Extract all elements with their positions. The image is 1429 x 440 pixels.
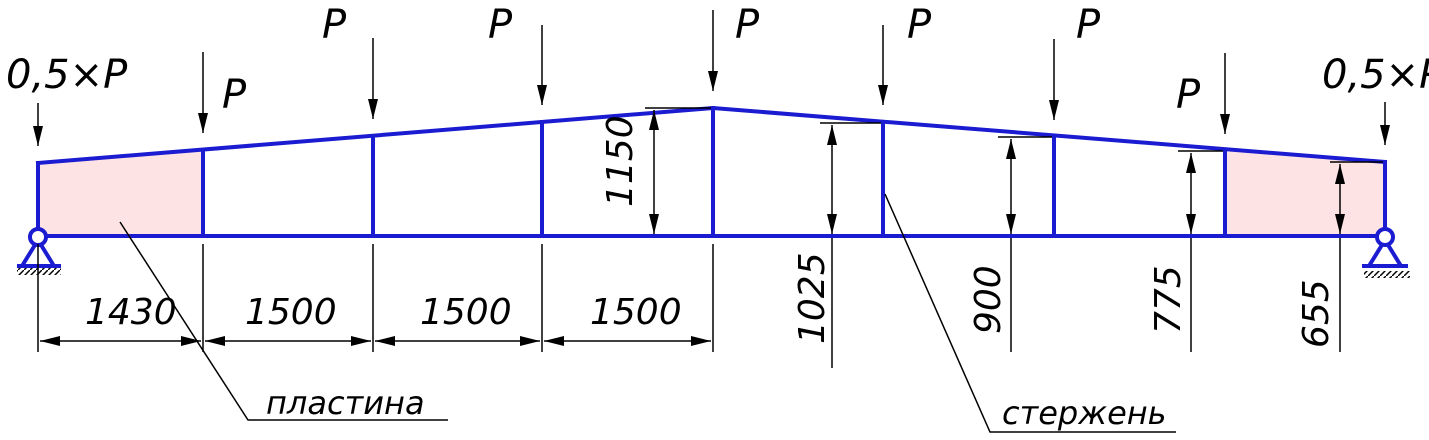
callout-leaders — [119, 193, 1176, 433]
span-label-1: 1430 — [85, 292, 177, 333]
load-label-3: P — [488, 2, 513, 48]
span-dimensions — [37, 244, 714, 352]
roller-support-icon — [1362, 227, 1410, 278]
height-label-2: 900 — [968, 265, 1009, 334]
plate-panel-right — [1225, 151, 1385, 236]
height-label-1: 1025 — [792, 252, 833, 344]
load-label-7: P — [1176, 72, 1201, 118]
pin-support-icon — [17, 227, 61, 275]
rod-leader — [884, 193, 1176, 433]
height-label-4: 655 — [1296, 279, 1337, 348]
span-label-3: 1500 — [420, 292, 512, 333]
load-label-2: P — [322, 2, 347, 48]
callout-plate: пластина — [266, 384, 425, 422]
plate-panel-left — [38, 150, 203, 236]
height-label-3: 775 — [1148, 265, 1189, 334]
span-label-4: 1500 — [590, 292, 682, 333]
load-label-end-left: 0,5×P — [6, 52, 128, 98]
truss-members — [35, 105, 1388, 238]
callout-rod: стержень — [1002, 394, 1167, 432]
height-label-mid: 1150 — [600, 115, 641, 207]
load-arrows — [33, 10, 1390, 146]
load-label-1: P — [222, 72, 247, 118]
load-label-end-right: 0,5×P — [1322, 52, 1429, 98]
load-label-4: P — [735, 2, 760, 48]
plate-leader — [119, 221, 448, 421]
height-dimensions — [645, 107, 1383, 368]
span-label-2: 1500 — [245, 292, 337, 333]
load-label-5: P — [907, 2, 932, 48]
load-label-6: P — [1076, 2, 1101, 48]
